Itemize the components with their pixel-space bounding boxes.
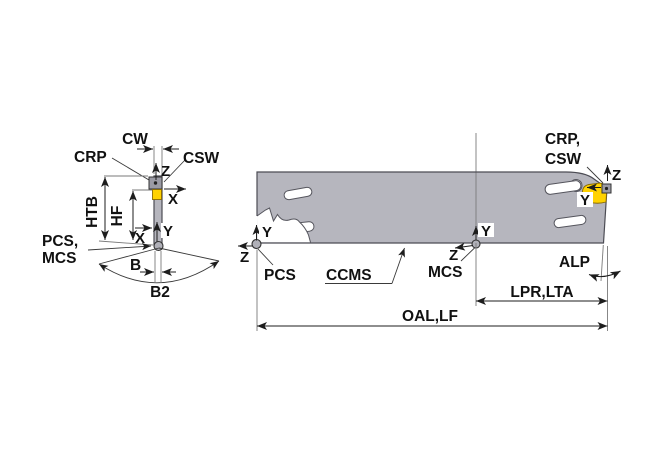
y-axis-label-pcs: Y [262, 224, 272, 241]
lpr-lta-label: LPR,LTA [510, 284, 573, 301]
csw-label: CSW [183, 150, 220, 167]
side-view: CRP, CSW Z Y Y Z PCS CCMS Y Z MCS ALP LP… [238, 131, 621, 331]
pcs-mcs-label-line1: PCS, [42, 233, 78, 250]
alp-edge-extension [600, 244, 604, 282]
angle-ray-right [158, 247, 220, 262]
pcs-mcs-leader [87, 242, 152, 251]
htb-label: HTB [84, 196, 101, 228]
angle-ray-left [98, 247, 160, 265]
alp-angle-arc [588, 270, 621, 282]
z-axis-label-mcs: Z [449, 247, 458, 264]
z-axis-label-pcs: Z [240, 249, 249, 266]
crp-csw-label-line1: CRP, [545, 131, 580, 148]
crp-tip-dot [604, 186, 609, 191]
crp-leader [111, 157, 150, 181]
crp-label: CRP [74, 149, 107, 166]
pcs-label: PCS [264, 267, 296, 284]
ccms-label: CCMS [326, 267, 372, 284]
clamp-slot-right-top [544, 180, 582, 195]
clamp-slot-right-bottom [553, 214, 587, 229]
clamp-slot-left-top [283, 186, 313, 201]
oal-lf-label: OAL,LF [402, 308, 458, 325]
csw-leader [163, 159, 186, 183]
y-axis-label-mcs: Y [481, 223, 491, 240]
crp-csw-label-line2: CSW [545, 151, 582, 168]
alp-label: ALP [559, 254, 590, 271]
angle-arc [98, 260, 220, 284]
y-axis-label-tip: Y [580, 192, 590, 209]
blade-side-body [257, 172, 607, 243]
pcs-leader [257, 248, 274, 266]
mcs-label: MCS [428, 264, 462, 281]
insert-front [152, 189, 162, 200]
cw-label: CW [122, 131, 148, 148]
pcs-origin-marker [251, 238, 262, 250]
x-axis-label-origin: X [135, 230, 145, 247]
hf-label: HF [109, 206, 126, 227]
crp-point-dot [153, 181, 158, 185]
front-view: CW CRP CSW Z X HTB HF Y X PCS, MCS B B2 [42, 131, 220, 301]
pcs-mcs-label-line2: MCS [42, 250, 76, 267]
b2-label: B2 [150, 284, 170, 301]
z-axis-label-tip: Z [612, 167, 621, 184]
ccms-leader [391, 247, 405, 284]
z-axis-arrow-mcs [454, 242, 474, 251]
x-axis-label-top: X [168, 191, 178, 208]
z-axis-label-top: Z [161, 163, 170, 180]
crp-csw-leader [586, 166, 604, 184]
mcs-leader [460, 247, 475, 262]
b-label: B [130, 257, 141, 274]
y-axis-label-origin: Y [163, 223, 173, 240]
